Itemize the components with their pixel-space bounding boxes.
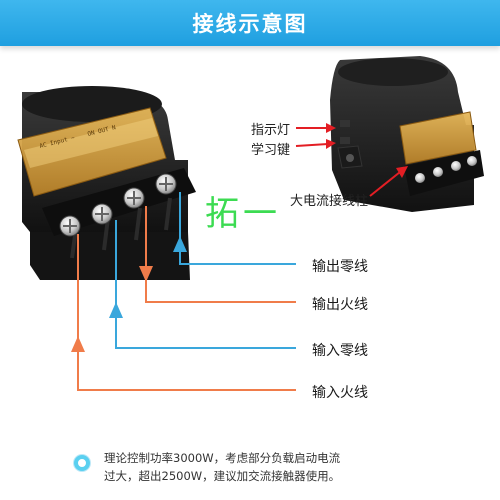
page-title: 接线示意图: [192, 12, 308, 36]
wire-input-neutral: [109, 220, 296, 349]
brand-watermark: 拓一: [205, 194, 281, 234]
wire-label-input-neutral: 输入零线: [312, 343, 368, 359]
terminal-arrow: [369, 166, 408, 197]
wire-label-output-neutral: 输出零线: [312, 259, 368, 275]
power-note: 理论控制功率3000W，考虑部分负载启动电流 过大，超出2500W，建议加交流接…: [104, 449, 434, 485]
learn-button-label: 学习键: [251, 143, 291, 158]
screw-output-neutral: [155, 173, 177, 195]
relay-module-small: [330, 56, 484, 212]
wire-output-neutral: [173, 192, 296, 265]
learn-button-arrow: [295, 139, 336, 149]
terminal-label: 大电流接线柱: [290, 194, 369, 209]
terminal-screws: [59, 173, 177, 237]
screw-input-live: [59, 215, 81, 237]
indicator-arrow: [296, 123, 336, 133]
relay-module-large: AC Input ~ ON OUT N: [17, 86, 196, 280]
screw-output-live: [123, 187, 145, 209]
power-note-line-1: 理论控制功率3000W，考虑部分负载启动电流: [104, 451, 341, 465]
indicator-label: 指示灯: [251, 123, 291, 138]
callout-arrows: [295, 123, 408, 197]
note-bullet-icon: [74, 455, 90, 471]
header-bar: 接线示意图: [0, 0, 500, 46]
wire-label-input-live: 输入火线: [312, 385, 368, 401]
wire-label-output-live: 输出火线: [312, 297, 368, 313]
screw-input-neutral: [91, 203, 113, 225]
power-note-line-2: 过大，超出2500W，建议加交流接触器使用。: [104, 469, 341, 483]
wire-output-live: [139, 206, 296, 303]
wire-input-live: [71, 234, 296, 391]
